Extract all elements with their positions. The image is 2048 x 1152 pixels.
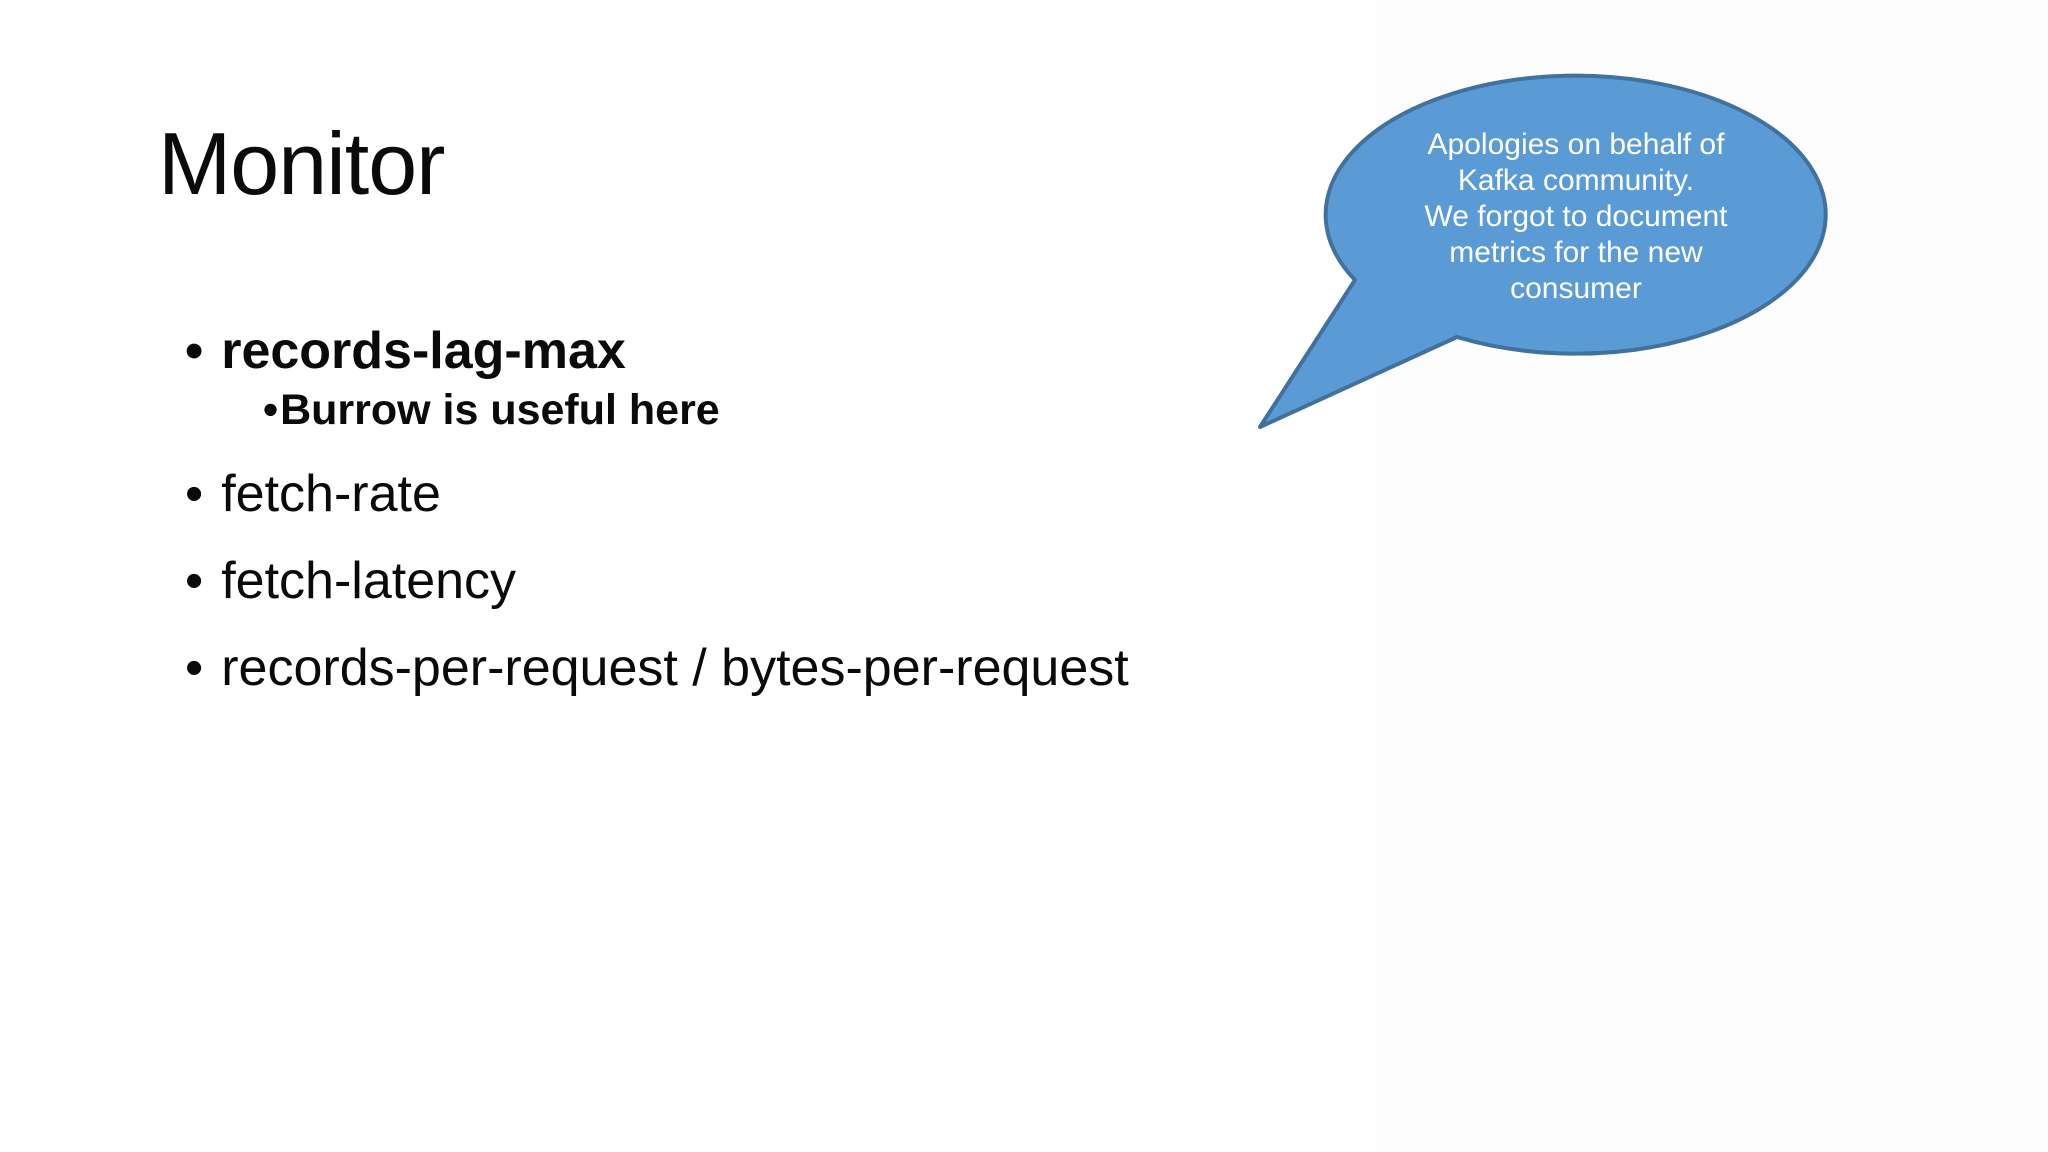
bullet-item-records-per-request: • records-per-request / bytes-per-reques… [185,642,1129,694]
slide-title: Monitor [158,114,445,213]
bullet-label: Burrow is useful here [280,386,720,434]
speech-bubble-text: Apologies on behalf of Kafka community. … [1424,128,1728,305]
bullet-item-records-lag-max: • records-lag-max [185,325,626,377]
bullet-label: records-lag-max [221,322,626,380]
bullet-item-fetch-rate: • fetch-rate [185,468,441,520]
bullet-item-fetch-latency: • fetch-latency [185,555,516,607]
bullet-item-burrow: • Burrow is useful here [263,389,720,432]
bullet-icon: • [185,552,204,610]
bullet-icon: • [185,465,204,523]
bullet-label: records-per-request / bytes-per-request [221,639,1129,697]
bullet-icon: • [263,386,279,434]
bullet-label: fetch-latency [221,552,517,610]
bullet-icon: • [185,639,204,697]
bullet-label: fetch-rate [221,465,441,523]
bullet-icon: • [185,322,204,380]
